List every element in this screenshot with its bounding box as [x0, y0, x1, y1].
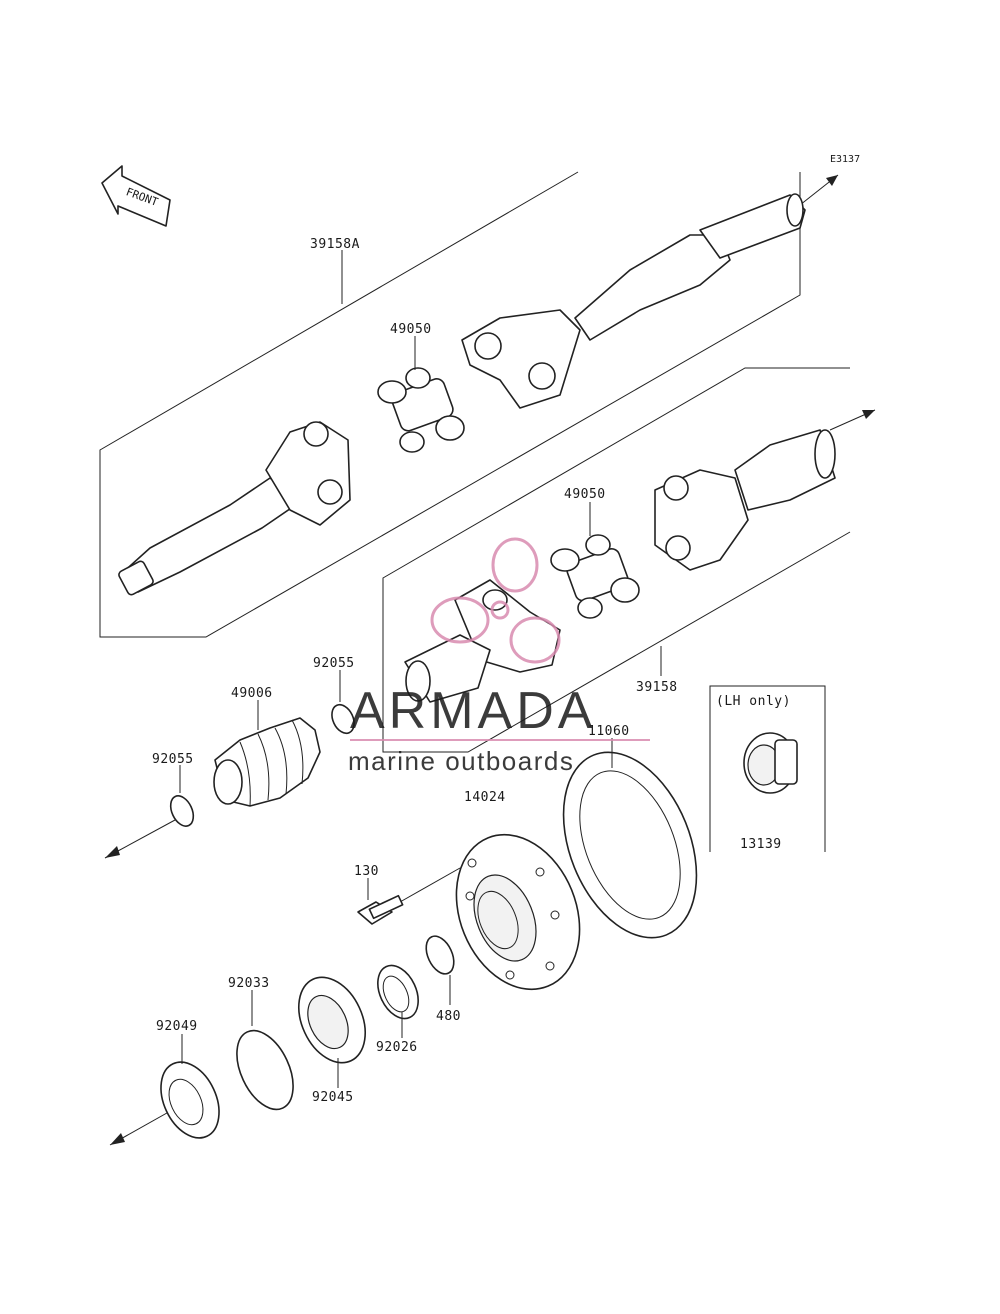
oil-seal — [160, 1034, 220, 1139]
circlip — [425, 935, 455, 1005]
propeller-logo-icon — [430, 537, 561, 664]
part-label-130: 130 — [354, 864, 379, 879]
watermark-tagline: marine outboards — [348, 746, 574, 776]
part-label-49050-upper: 49050 — [390, 322, 432, 337]
shaft-assembly-lower-frame — [382, 367, 851, 753]
lh-only-inset — [709, 685, 826, 852]
part-label-92055-right: 92055 — [313, 656, 355, 671]
rubber-boot — [213, 700, 321, 807]
part-label-14024: 14024 — [464, 790, 506, 805]
upper-shaft-right-half — [461, 193, 806, 409]
o-ring-right — [331, 670, 355, 735]
part-label-92026: 92026 — [376, 1040, 418, 1055]
part-label-92055-left: 92055 — [152, 752, 194, 767]
thrust-washer — [377, 964, 419, 1038]
shaft-assembly-upper-frame — [99, 171, 801, 638]
part-label-39158: 39158 — [636, 680, 678, 695]
o-ring-left — [169, 765, 195, 827]
upper-universal-joint — [377, 336, 465, 453]
ball-bearing — [298, 976, 366, 1088]
bearing-housing — [455, 833, 581, 991]
front-direction-icon: FRONT — [101, 165, 171, 227]
snap-ring — [236, 990, 294, 1111]
part-label-92045: 92045 — [312, 1090, 354, 1105]
watermark-brand: ARMADA — [350, 682, 596, 740]
part-label-39158A: 39158A — [310, 237, 360, 252]
lower-universal-joint — [550, 502, 640, 619]
part-label-92049: 92049 — [156, 1019, 198, 1034]
part-label-11060: 11060 — [588, 724, 630, 739]
assembly-axis-lines — [104, 174, 876, 1146]
part-label-92033: 92033 — [228, 976, 270, 991]
flange-bolt — [357, 878, 404, 925]
upper-shaft-left-half — [118, 421, 351, 596]
part-label-13139: 13139 — [740, 837, 782, 852]
watermark: ARMADA marine outboards — [348, 537, 650, 776]
part-label-49050-lower: 49050 — [564, 487, 606, 502]
part-label-49006: 49006 — [231, 686, 273, 701]
diagram-code: E3137 — [830, 154, 860, 165]
lower-shaft-left-half — [404, 579, 561, 703]
gasket — [562, 738, 698, 939]
part-label-480: 480 — [436, 1009, 461, 1024]
inset-note: (LH only) — [716, 694, 791, 709]
lower-shaft-right-half — [654, 429, 836, 571]
